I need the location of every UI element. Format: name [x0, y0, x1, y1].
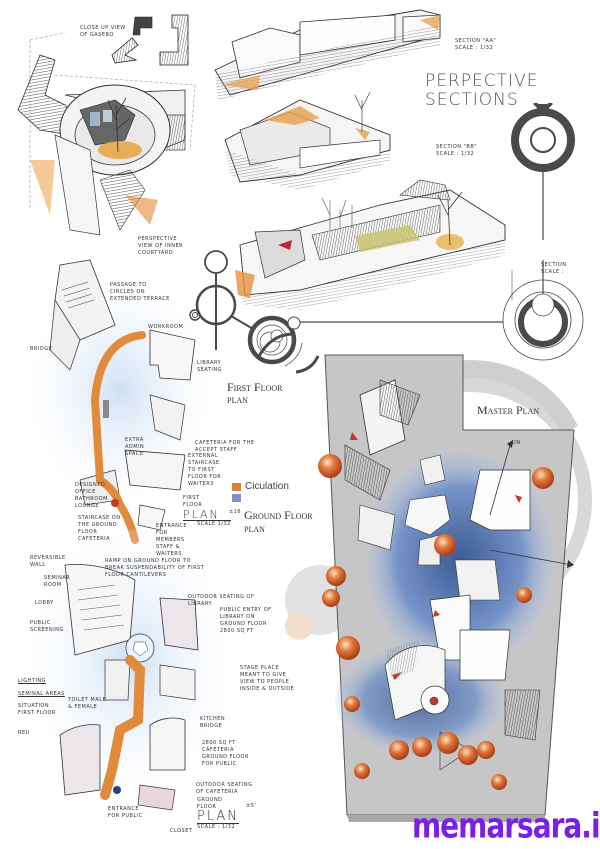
section-bb-sketch — [224, 91, 391, 190]
first-floor-stamp-top: First — [183, 495, 200, 501]
gf-note-public-screening: Public screening — [30, 620, 64, 633]
page-title: PERPECTIVE SECTIONS — [425, 72, 538, 110]
gf-note-stage: Stage place meant to give view to people… — [240, 665, 295, 692]
ground-floor-plan-label: Ground Floor plan — [244, 509, 313, 535]
first-floor-stamp-plan: PLAN — [183, 509, 231, 521]
ff-note-entrance: Entrance for members staff & waiters — [156, 523, 188, 557]
watermark: memarsara.ir — [412, 805, 600, 847]
first-floor-stamp-level: ±16 — [229, 509, 242, 515]
tree-group — [318, 454, 554, 790]
ground-floor-stamp-plan: PLAN — [197, 809, 239, 824]
legend-item-blue — [232, 493, 289, 503]
legend-label-circulation: Ciculation — [245, 481, 289, 492]
ff-note-office: Designed office bathroom lounge — [75, 482, 108, 509]
first-floor-stamp-scale: Scale 1/32 — [197, 521, 231, 527]
ff-note-passage: Passage to circles on extended terrace — [110, 282, 170, 302]
first-floor-stamp-mid: Floor — [183, 502, 203, 508]
legend: Ciculation — [232, 481, 289, 503]
ff-note-cafeteria: Cafeteria for the accept staff — [195, 440, 255, 453]
ground-floor-label-line1: Ground Floor — [244, 508, 313, 522]
section-aa-scale: Scale : 1/32 — [455, 45, 494, 51]
courtyard-perspective-sketch — [17, 14, 196, 236]
section-aa-caption: Section "AA" Scale : 1/32 — [455, 38, 496, 52]
ff-note-admin: Extra admin space — [125, 437, 145, 457]
gf-note-kitchen-bridge: Kitchen bridge — [200, 716, 226, 729]
side-note-seminal: Seminal areas — [18, 691, 65, 697]
ff-note-staircase: External staircase to first floor for wa… — [188, 453, 222, 487]
closeup-caption-line1: Close up view — [80, 25, 126, 31]
first-floor-plan-label: First Floor plan — [227, 381, 282, 405]
section-bb-scale: Scale : 1/32 — [436, 151, 475, 157]
section-cc-caption: Section Scale : — [541, 262, 567, 276]
section-cc-name: Section — [541, 262, 567, 268]
master-plan-dn-note: DN — [512, 440, 521, 446]
gf-note-closet: Closet — [170, 828, 193, 834]
section-key-diagram — [189, 100, 584, 374]
ground-floor-stamp-scale: Scale : 1/32 — [197, 824, 236, 830]
ground-floor-plan-drawing — [30, 530, 230, 811]
title-line1: PERPECTIVE — [425, 71, 539, 91]
ff-note-library-seating: Library Seating — [197, 360, 223, 373]
section-bb-caption: Section "BB" Scale : 1/32 — [436, 144, 477, 158]
ground-floor-stamp-level: ±5' — [246, 803, 257, 809]
ground-floor-stamp-mid: Floor — [197, 804, 217, 810]
section-bb-name: Section "BB" — [436, 144, 478, 150]
master-plan-drawing — [285, 354, 592, 822]
perspective-caption-line1: Perspective — [138, 236, 178, 242]
accent-dot — [285, 612, 313, 640]
first-floor-plan-drawing — [30, 259, 210, 544]
ff-note-bridge: Bridge — [30, 346, 53, 352]
section-cc-sketch — [235, 179, 506, 310]
legend-swatch-blue — [232, 494, 241, 502]
ground-floor-stamp: Ground Floor PLAN Scale : 1/32 — [197, 797, 239, 831]
gf-note-toilet: Toilet male & female — [68, 697, 107, 710]
gf-note-public-entry: Public entry of library on ground floor … — [220, 607, 272, 634]
ground-floor-stamp-top: Ground — [197, 797, 223, 803]
perspective-caption-line2: view of inner — [138, 243, 184, 249]
closeup-caption-line2: of gasebo — [80, 32, 114, 38]
ground-floor-label-line2: plan — [244, 521, 265, 535]
gf-note-cafeteria: 2800 sq ft cafeteria ground floor for pu… — [202, 740, 249, 767]
first-floor-label-line1: First Floor — [227, 380, 283, 394]
gf-note-outdoor-library: Outdoor seating of library — [188, 594, 255, 607]
ff-note-ground-staircase: Staircase on the ground floor cafeteria — [78, 515, 121, 542]
perspective-caption-line3: courtyard — [138, 250, 174, 256]
gf-note-ramp: Ramp on ground floor to break suspendabi… — [105, 558, 205, 578]
master-plan-label: Master Plan — [477, 403, 540, 417]
section-cc-scale: Scale : — [541, 269, 564, 275]
gf-note-seminar: Seminar room — [44, 575, 71, 588]
side-note-lighting: Lighting — [18, 678, 47, 684]
section-aa-sketch — [214, 9, 441, 100]
gf-note-lobby: Lobby — [35, 600, 54, 606]
gf-note-reversible-wall: Reversible wall — [30, 555, 66, 568]
side-note-reu: Reu — [18, 730, 30, 736]
gf-note-outdoor-cafeteria: Outdoor seating of cafeteria — [196, 782, 253, 795]
legend-item-circulation: Ciculation — [232, 481, 289, 492]
first-floor-label-line2: plan — [227, 392, 248, 406]
title-line2: SECTIONS — [425, 90, 519, 110]
first-floor-stamp: First Floor PLAN Scale 1/32 — [183, 495, 231, 528]
legend-swatch-circulation — [232, 482, 241, 491]
side-note-situation: Situation first floor — [18, 703, 56, 716]
perspective-caption: Perspective view of inner courtyard — [138, 236, 183, 257]
gf-note-entrance: Entrance for public — [108, 806, 143, 819]
section-aa-name: Section "AA" — [455, 38, 497, 44]
closeup-caption: Close up view of gasebo — [80, 25, 126, 39]
ff-note-workroom: Workroom — [148, 324, 184, 330]
